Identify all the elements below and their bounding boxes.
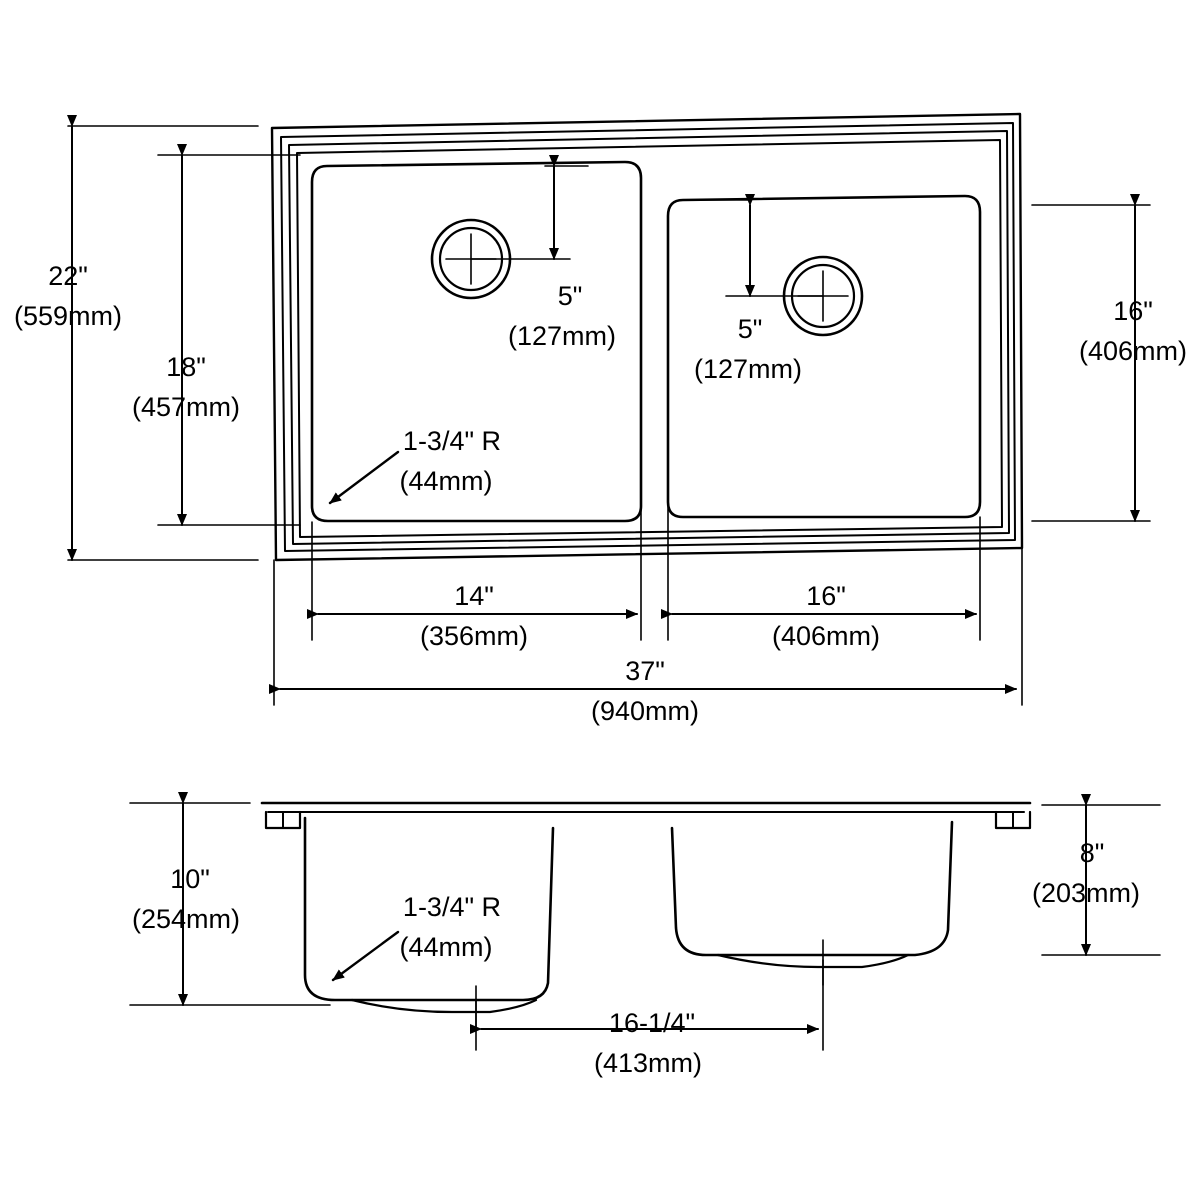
label-right-bowl-height-metric: (406mm): [1079, 336, 1187, 366]
label-bowl-front-to-back-imperial: 16-1/4": [609, 1008, 695, 1038]
label-overall-height-imperial: 22": [48, 261, 88, 291]
dimension-labels: 22" (559mm) 18" (457mm) 16" (406mm) 5" (…: [14, 261, 1187, 1078]
label-right-bowl-depth-metric: (203mm): [1032, 878, 1140, 908]
label-right-drain-offset-metric: (127mm): [694, 354, 802, 384]
label-right-bowl-depth-imperial: 8": [1080, 838, 1105, 868]
label-corner-radius-section-metric: (44mm): [400, 932, 493, 962]
label-corner-radius-top-metric: (44mm): [400, 466, 493, 496]
label-left-bowl-width-metric: (356mm): [420, 621, 528, 651]
label-overall-height-metric: (559mm): [14, 301, 122, 331]
label-left-drain-offset-metric: (127mm): [508, 321, 616, 351]
label-corner-radius-top-imperial: 1-3/4" R: [403, 426, 501, 456]
label-overall-width-imperial: 37": [625, 656, 665, 686]
label-right-bowl-height-imperial: 16": [1113, 296, 1153, 326]
label-right-drain-offset-imperial: 5": [738, 314, 763, 344]
section-view-radius-leader: [331, 930, 400, 982]
label-bowl-depth-imperial: 18": [166, 352, 206, 382]
label-bowl-depth-metric: (457mm): [132, 392, 240, 422]
label-right-bowl-width-imperial: 16": [806, 581, 846, 611]
top-view-dimension-arrows: [67, 115, 1140, 694]
section-view-sink-body: [260, 801, 1032, 1031]
label-left-drain-offset-imperial: 5": [558, 281, 583, 311]
label-left-bowl-width-imperial: 14": [454, 581, 494, 611]
label-overall-depth-imperial: 10": [170, 864, 210, 894]
section-view-dimension-arrows: [178, 792, 1091, 1034]
label-bowl-front-to-back-metric: (413mm): [594, 1048, 702, 1078]
label-right-bowl-width-metric: (406mm): [772, 621, 880, 651]
section-view-witness-lines: [129, 802, 1161, 1051]
label-corner-radius-section-imperial: 1-3/4" R: [403, 892, 501, 922]
label-overall-depth-metric: (254mm): [132, 904, 240, 934]
top-view-radius-leader: [328, 450, 400, 505]
top-view-sink-body: [270, 112, 1024, 562]
label-overall-width-metric: (940mm): [591, 696, 699, 726]
